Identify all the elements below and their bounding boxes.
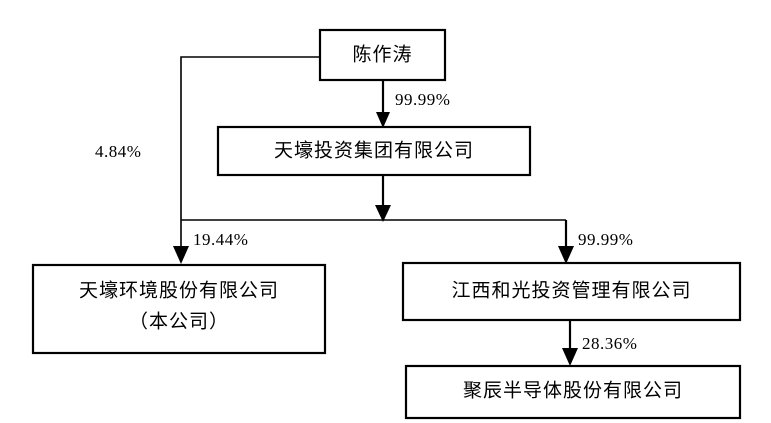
edge-person-to-issuer: [173, 56, 320, 264]
edge-person-to-issuer-arrowhead: [173, 246, 189, 264]
node-issuer-box[interactable]: [31, 263, 327, 355]
node-jiangxi-label: 江西和光投资管理有限公司: [451, 279, 691, 301]
edge-jiangxi-to-juchen-arrowhead: [562, 348, 578, 366]
edge-label-person-to-issuer: 4.84%: [95, 142, 141, 161]
edge-jiangxi-to-juchen: [562, 320, 578, 366]
node-holding-box[interactable]: [216, 125, 532, 177]
edge-label-holding-to-issuer: 19.44%: [193, 230, 248, 249]
edge-person-to-holding-arrowhead: [376, 112, 390, 128]
edge-holding-to-jiangxi: [558, 220, 574, 264]
node-issuer[interactable]: 天壕环境股份有限公司 （本公司）: [31, 263, 327, 355]
edge-holding-to-jiangxi-arrowhead: [558, 246, 574, 264]
node-juchen-label: 聚辰半导体股份有限公司: [463, 379, 683, 401]
edge-label-person-to-holding: 99.99%: [395, 90, 450, 109]
node-person-label: 陈作涛: [352, 43, 412, 65]
edge-holding-bus-arrowhead: [375, 205, 391, 222]
node-juchen-box[interactable]: [404, 364, 742, 420]
edge-person-to-issuer-line: [180, 56, 320, 250]
node-jiangxi[interactable]: 江西和光投资管理有限公司: [401, 261, 742, 322]
edge-label-holding-to-jiangxi: 99.99%: [578, 230, 633, 249]
node-issuer-label: 天壕环境股份有限公司: [79, 279, 279, 301]
node-issuer-sublabel: （本公司）: [129, 310, 229, 332]
node-juchen[interactable]: 聚辰半导体股份有限公司: [404, 364, 742, 420]
edge-person-to-holding: [376, 80, 390, 128]
node-person-box[interactable]: [318, 28, 447, 82]
node-holding[interactable]: 天壕投资集团有限公司: [216, 125, 532, 177]
node-holding-label: 天壕投资集团有限公司: [274, 139, 474, 161]
node-jiangxi-box[interactable]: [401, 261, 742, 322]
edge-label-jiangxi-to-juchen: 28.36%: [582, 334, 637, 353]
edge-holding-bus: [181, 175, 566, 222]
node-person[interactable]: 陈作涛: [318, 28, 447, 82]
